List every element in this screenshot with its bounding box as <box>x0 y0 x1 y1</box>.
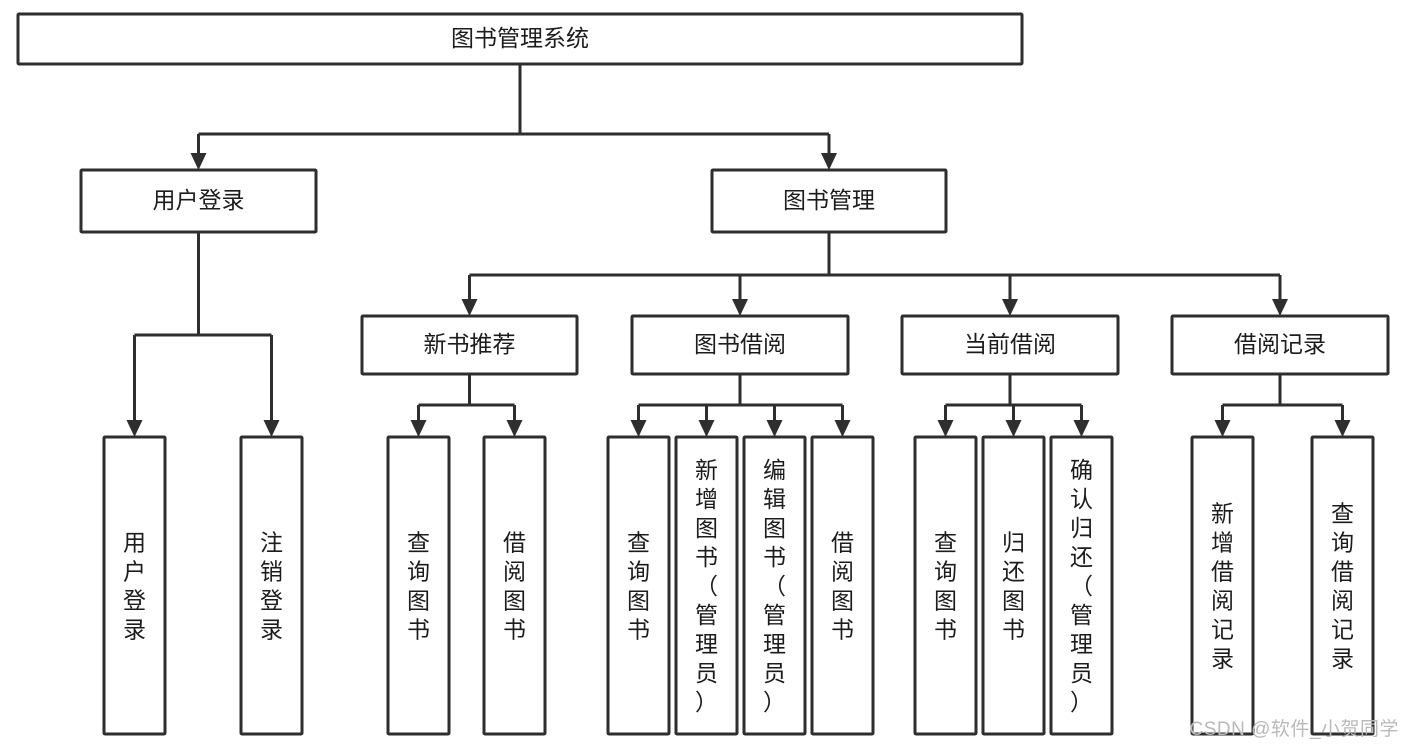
node-label: 借阅记录 <box>1234 331 1326 357</box>
node-rect <box>674 435 739 736</box>
node-rect <box>630 314 850 376</box>
node-leaf-2[interactable]: 查询图书 <box>386 435 451 736</box>
node-label: 新书推荐 <box>424 331 516 357</box>
node-rect <box>482 435 547 736</box>
node-rect <box>360 314 579 376</box>
node-leaf-6[interactable]: 编辑图书（管理员） <box>742 435 807 736</box>
node-rect <box>900 314 1120 376</box>
node-rect <box>1170 314 1390 376</box>
node-leaf-11[interactable]: 新增借阅记录 <box>1190 435 1255 736</box>
node-level3-2[interactable]: 当前借阅 <box>900 314 1120 376</box>
arrow-head <box>1002 299 1018 316</box>
node-label: 归还图书 <box>1002 530 1025 643</box>
node-label: 确认归还（管理员） <box>1070 457 1093 715</box>
node-layer: 图书管理系统用户登录图书管理新书推荐图书借阅当前借阅借阅记录用户登录注销登录查询… <box>16 12 1390 736</box>
node-leaf-0[interactable]: 用户登录 <box>102 435 167 736</box>
node-level3-1[interactable]: 图书借阅 <box>630 314 850 376</box>
node-leaf-8[interactable]: 查询图书 <box>913 435 978 736</box>
arrow-head <box>1214 420 1231 437</box>
node-label: 图书借阅 <box>694 331 786 357</box>
node-label: 新增借阅记录 <box>1211 501 1234 672</box>
node-rect <box>913 435 978 736</box>
node-rect <box>79 168 318 234</box>
node-leaf-1[interactable]: 注销登录 <box>239 435 304 736</box>
node-level2-0[interactable]: 用户登录 <box>79 168 318 234</box>
node-label: 借阅图书 <box>831 530 854 643</box>
node-rect <box>606 435 671 736</box>
node-label: 查询图书 <box>407 530 430 643</box>
node-rect <box>386 435 451 736</box>
node-rect <box>1310 435 1375 736</box>
node-leaf-3[interactable]: 借阅图书 <box>482 435 547 736</box>
node-leaf-10[interactable]: 确认归还（管理员） <box>1049 435 1114 736</box>
node-label: 新增图书（管理员） <box>695 457 718 715</box>
arrow-head <box>698 420 715 437</box>
node-root-图书管理系统[interactable]: 图书管理系统 <box>16 12 1024 66</box>
arrow-head <box>834 420 851 437</box>
arrow-head <box>937 420 954 437</box>
node-leaf-7[interactable]: 借阅图书 <box>810 435 875 736</box>
node-level2-1[interactable]: 图书管理 <box>710 168 948 234</box>
arrow-head <box>263 420 280 437</box>
arrow-head <box>410 420 427 437</box>
arrow-head <box>126 420 143 437</box>
node-rect <box>1190 435 1255 736</box>
node-rect <box>102 435 167 736</box>
node-rect <box>710 168 948 234</box>
arrow-head <box>461 299 478 316</box>
node-leaf-9[interactable]: 归还图书 <box>981 435 1046 736</box>
node-label: 查询图书 <box>627 530 650 643</box>
node-rect <box>1049 435 1114 736</box>
arrow-head <box>1334 420 1351 437</box>
arrow-head <box>506 420 523 437</box>
node-rect <box>16 12 1024 66</box>
node-label: 当前借阅 <box>964 331 1056 357</box>
node-leaf-4[interactable]: 查询图书 <box>606 435 671 736</box>
node-label: 用户登录 <box>153 187 245 213</box>
arrow-head <box>1005 420 1022 437</box>
node-label: 编辑图书（管理员） <box>763 457 786 715</box>
node-label: 用户登录 <box>123 530 146 643</box>
node-rect <box>239 435 304 736</box>
node-rect <box>742 435 807 736</box>
arrow-head <box>190 153 207 170</box>
arrow-head <box>732 299 748 316</box>
node-label: 图书管理 <box>783 187 875 213</box>
arrow-head <box>821 153 837 170</box>
node-label: 查询借阅记录 <box>1331 501 1354 672</box>
node-level3-0[interactable]: 新书推荐 <box>360 314 579 376</box>
node-leaf-5[interactable]: 新增图书（管理员） <box>674 435 739 736</box>
node-label: 查询图书 <box>934 530 957 643</box>
node-label: 图书管理系统 <box>451 25 589 51</box>
node-level3-3[interactable]: 借阅记录 <box>1170 314 1390 376</box>
node-rect <box>810 435 875 736</box>
arrow-head <box>1272 299 1288 316</box>
node-label: 借阅图书 <box>503 530 526 643</box>
arrow-head <box>630 420 647 437</box>
arrow-head <box>1073 420 1090 437</box>
node-leaf-12[interactable]: 查询借阅记录 <box>1310 435 1375 736</box>
node-rect <box>981 435 1046 736</box>
node-label: 注销登录 <box>260 530 283 643</box>
connector-layer <box>126 64 1351 437</box>
arrow-head <box>766 420 783 437</box>
